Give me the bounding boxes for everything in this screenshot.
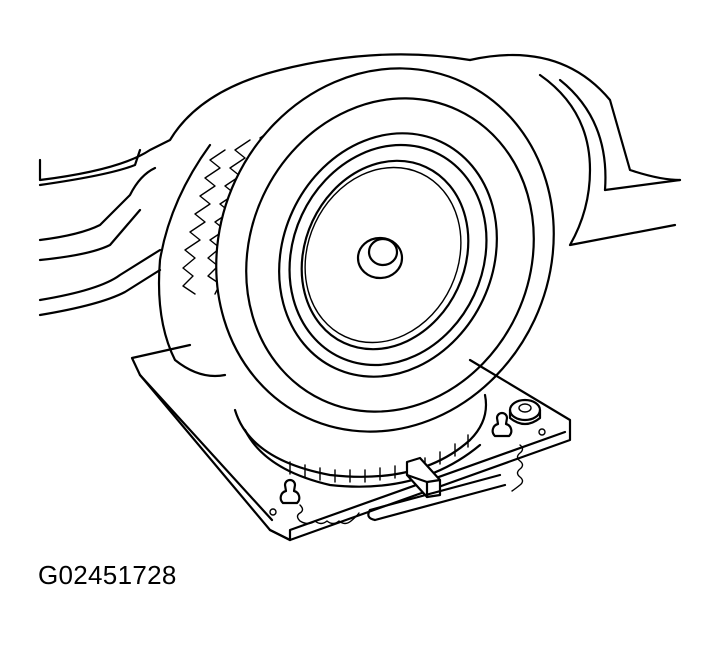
vehicle-fender <box>38 53 682 317</box>
figure-caption: G02451728 <box>38 560 177 590</box>
turntable-plate <box>130 343 572 542</box>
tire-and-wheel <box>215 67 555 433</box>
